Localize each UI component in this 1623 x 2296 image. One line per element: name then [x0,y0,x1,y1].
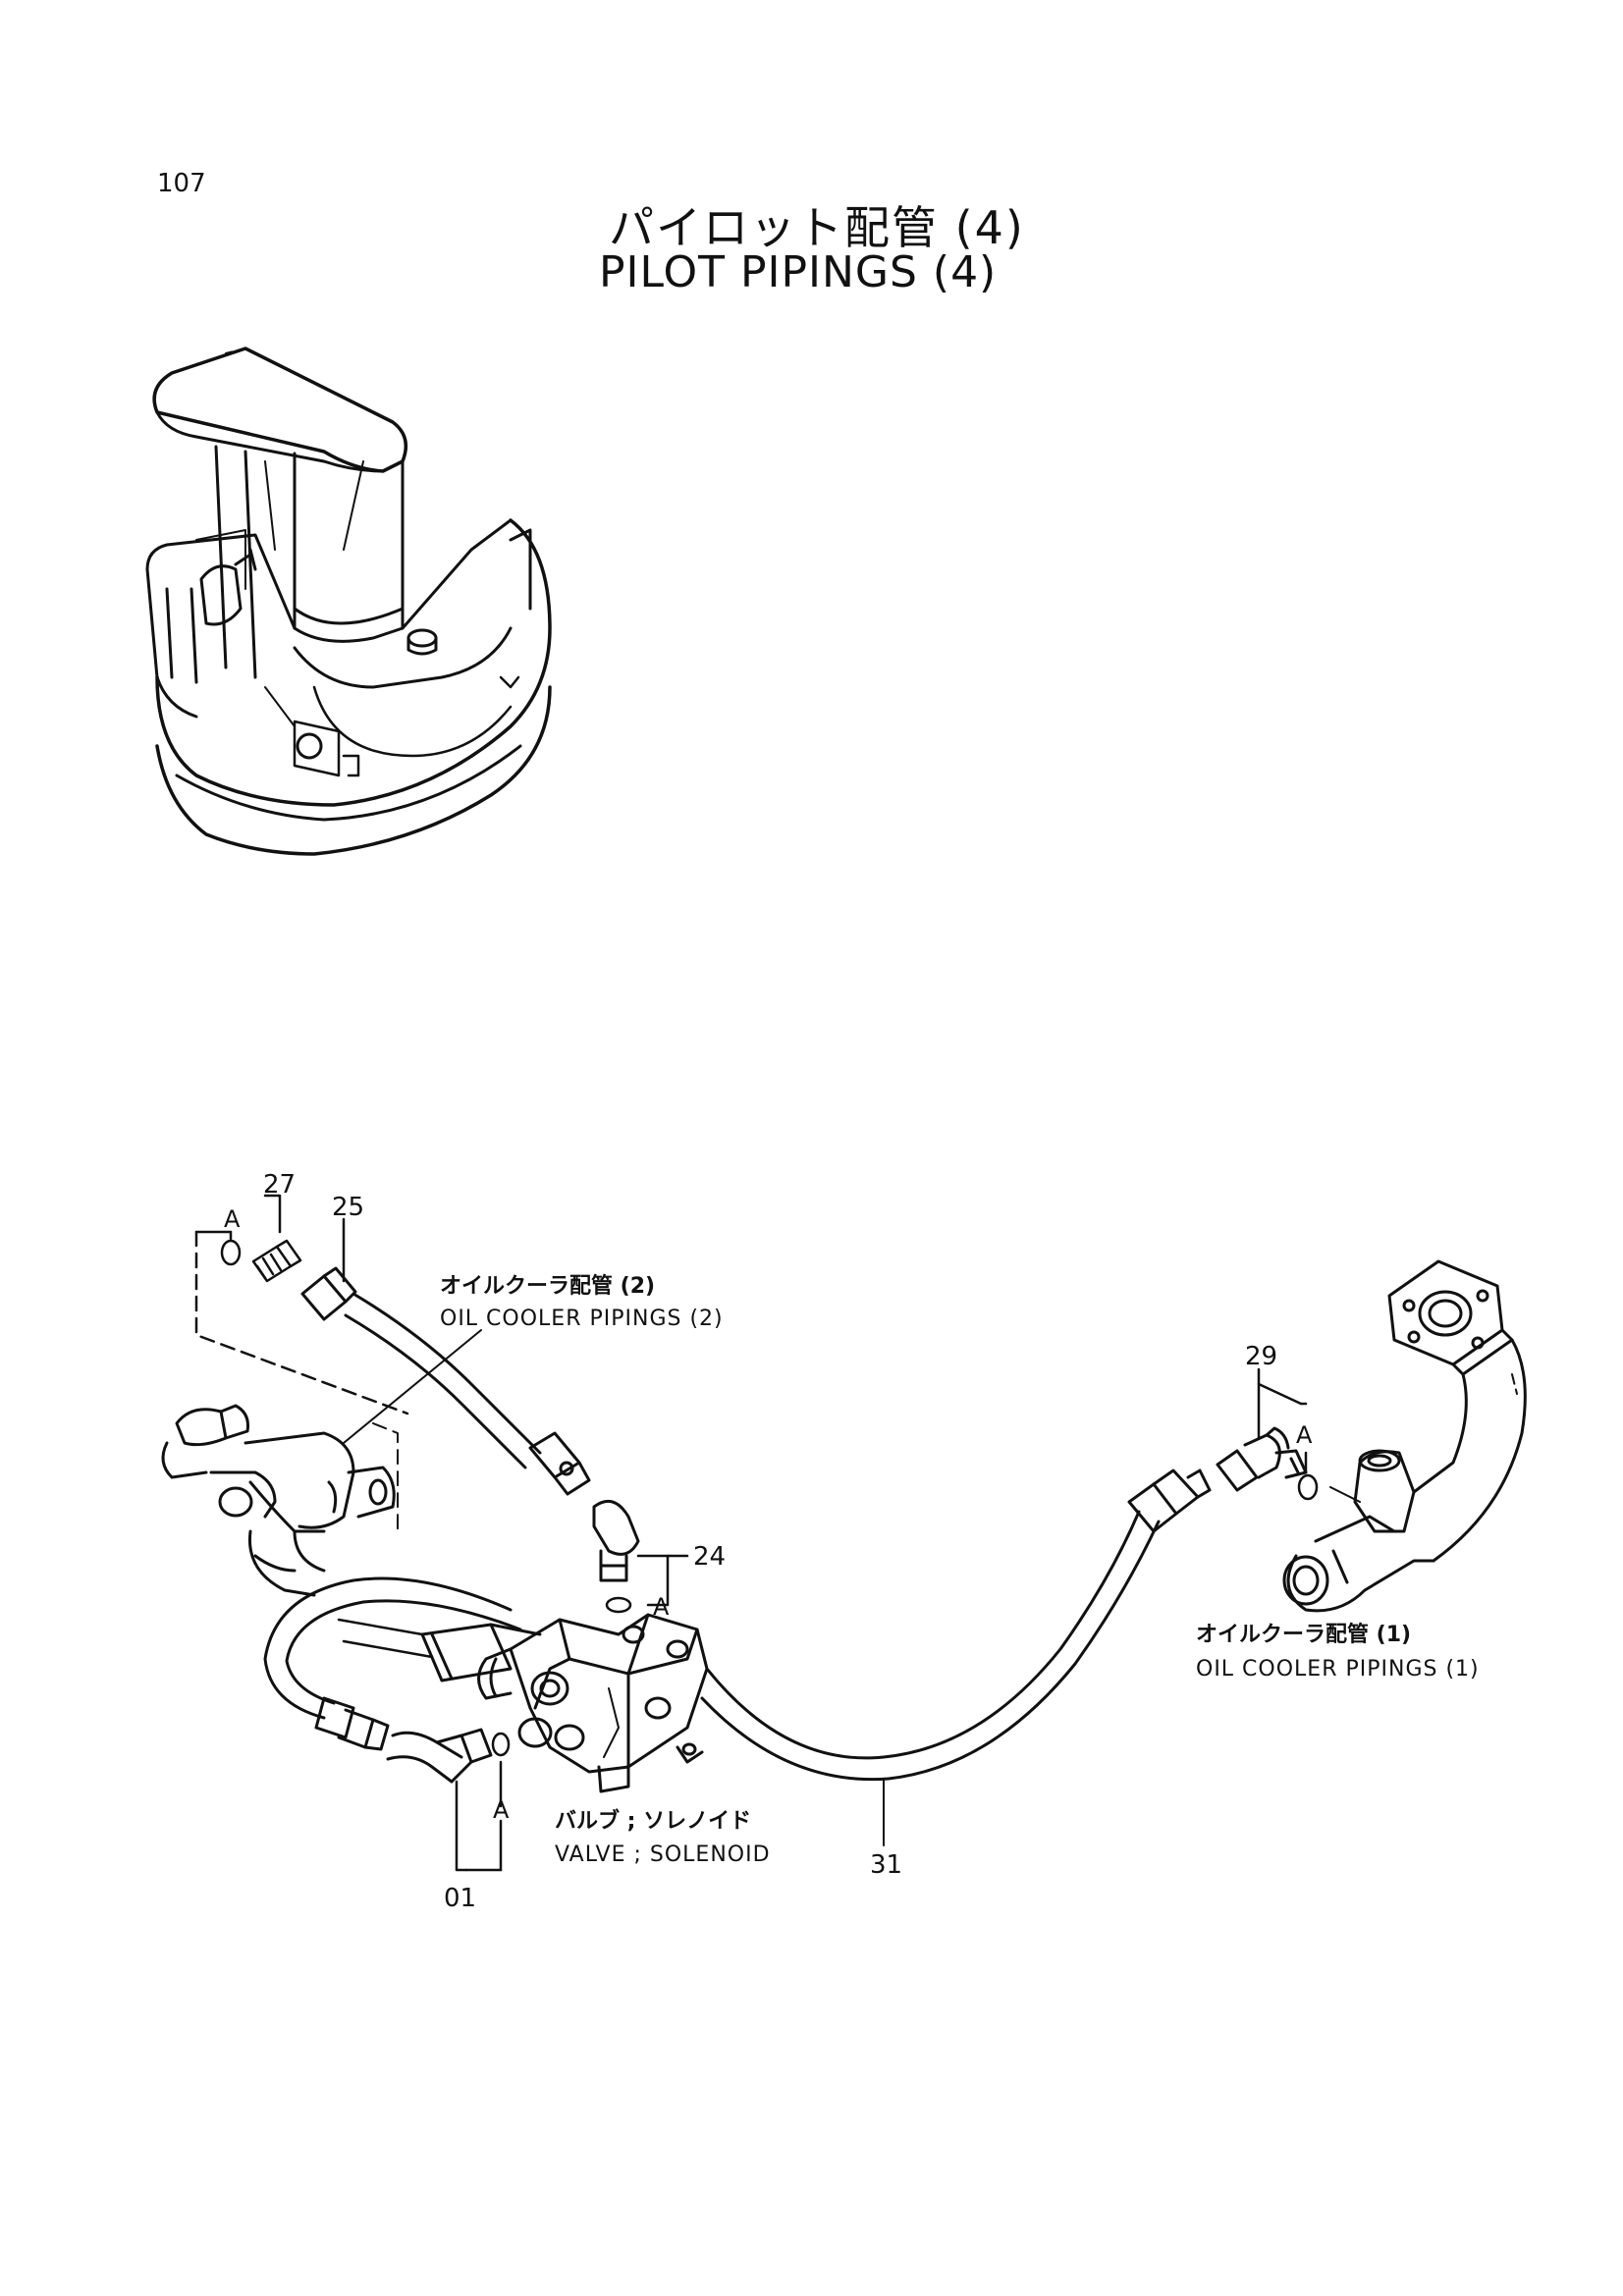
caption-oil-cooler-2-en: OIL COOLER PIPINGS (2) [440,1307,724,1331]
callout-01: 01 [444,1884,476,1913]
page-title-en: PILOT PIPINGS (4) [599,247,998,297]
oil-cooler-2-leader [343,1329,482,1444]
caption-valve-jp: バルブ ; ソレノイド [555,1808,751,1834]
o-ring-top-left [220,1239,242,1266]
callout-01-leader [455,1760,503,1872]
cylinder-body [337,1618,542,1682]
hose-25 [300,1217,640,1582]
o-ring-bottom [491,1732,511,1757]
ref-a-bottom: A [493,1796,510,1824]
callout-27: 27 [263,1170,296,1200]
callout-24-leader [636,1554,689,1607]
solenoid-valve [477,1613,709,1793]
fitting-27 [251,1239,302,1283]
hose-31 [700,1468,1212,1846]
caption-valve-en: VALVE ; SOLENOID [555,1842,771,1867]
page-title-jp: パイロット配管 (4) [609,201,1025,254]
callout-31: 31 [870,1850,902,1880]
caption-oil-cooler-1-en: OIL COOLER PIPINGS (1) [1196,1657,1480,1682]
machine-overview [145,347,552,856]
diagram-labels: 27 25 29 24 31 01 A A A A オイルクーラ配管 (2) O… [224,1170,1480,1913]
ref-a-right: A [1296,1421,1313,1449]
callout-24: 24 [693,1542,726,1572]
ref-a-top-left: A [224,1205,241,1233]
loop-hose [263,1576,522,1784]
callout-29: 29 [1245,1342,1277,1371]
callout-27-leader [194,1194,409,1415]
o-ring-center [605,1596,632,1614]
page-number: 107 [157,169,206,198]
ref-a-center: A [653,1593,670,1621]
oil-cooler-pipings-2-part [161,1404,399,1597]
oil-cooler-pipings-1-part [1282,1259,1527,1613]
callout-29-leader [1257,1367,1308,1474]
caption-oil-cooler-1-jp: オイルクーラ配管 (1) [1196,1622,1411,1647]
caption-oil-cooler-2-jp: オイルクーラ配管 (2) [440,1273,655,1299]
fitting-29 [1216,1426,1308,1492]
callout-25: 25 [332,1193,364,1222]
o-ring-right [1297,1473,1319,1501]
